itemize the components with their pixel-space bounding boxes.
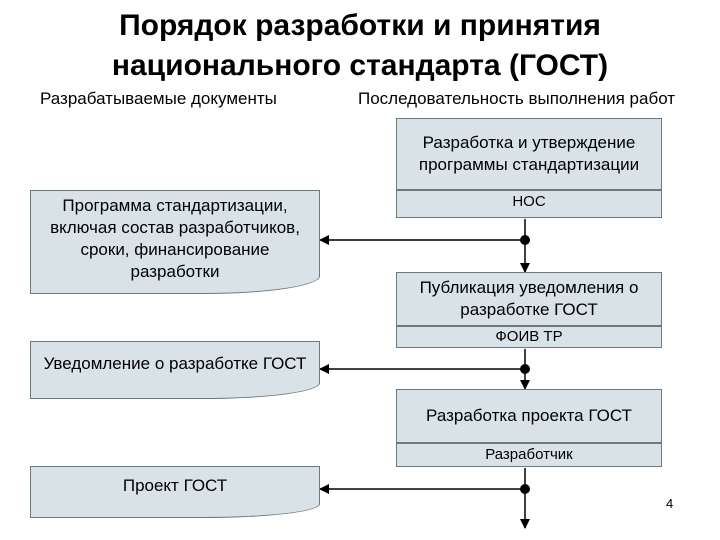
stage-2-executor: ФОИВ ТР <box>396 326 662 348</box>
page-number: 4 <box>666 496 674 511</box>
stage-3-label: Разработка проекта ГОСТ <box>426 406 632 425</box>
documents-column-header: Разрабатываемые документы <box>40 89 277 108</box>
stage-1-box: Разработка и утверждение программы станд… <box>396 118 662 190</box>
sequence-column-header: Последовательность выполнения работ <box>358 89 676 108</box>
stage-1-label: Разработка и утверждение программы станд… <box>418 133 640 174</box>
document-2-label: Уведомление о разработке ГОСТ <box>43 354 307 373</box>
title-line-2: национального стандарта (ГОСТ) <box>111 49 609 82</box>
document-2-box: Уведомление о разработке ГОСТ <box>30 341 320 399</box>
title-line-1: Порядок разработки и принятия <box>119 9 601 42</box>
stage-2-label: Публикация уведомления о разработке ГОСТ <box>419 278 639 319</box>
stage-3-box: Разработка проекта ГОСТ <box>396 389 662 443</box>
document-3-box: Проект ГОСТ <box>30 466 320 518</box>
stage-3-executor: Разработчик <box>396 443 662 467</box>
document-1-label: Программа стандартизации, включая состав… <box>50 196 300 281</box>
document-3-label: Проект ГОСТ <box>122 476 228 495</box>
stage-1-executor: НОС <box>396 190 662 218</box>
document-1-box: Программа стандартизации, включая состав… <box>30 190 320 294</box>
stage-2-box: Публикация уведомления о разработке ГОСТ <box>396 272 662 326</box>
page-title: Порядок разработки и принятия национальн… <box>0 6 720 86</box>
